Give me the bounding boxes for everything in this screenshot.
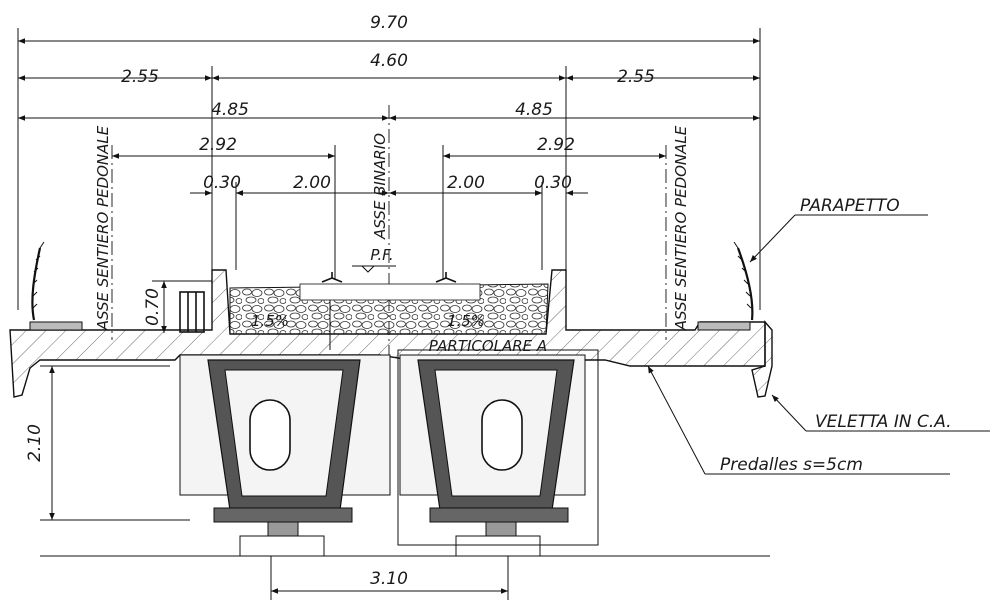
predalles-label: Predalles s=5cm [720, 455, 863, 475]
pf-label: P.F. [370, 246, 393, 264]
parapet-left [31, 241, 45, 321]
dim-walk-right: 2.92 [537, 135, 575, 155]
slope-left-label: 1.5% [251, 312, 289, 330]
dimension-labels: 9.70 2.55 4.60 2.55 4.85 4.85 2.92 2.92 … [25, 13, 655, 589]
dim-side-left: 2.55 [121, 67, 159, 87]
dim-center: 4.60 [370, 51, 408, 71]
dim-half-right: 4.85 [515, 100, 553, 120]
dimension-lines [17, 28, 761, 600]
dim-half-left: 4.85 [211, 100, 249, 120]
dim-curb-right: 0.30 [534, 173, 572, 193]
slope-right-label: 1.5% [447, 312, 485, 330]
service-box [179, 291, 205, 333]
leader-lines [647, 214, 990, 475]
edge-beam-label: VELETTA IN C.A. [815, 412, 952, 432]
axis-lines [111, 105, 667, 420]
beam-left [179, 354, 391, 557]
callout-labels: P.F. 1.5% 1.5% PARTICOLARE A PARAPETTO V… [251, 196, 952, 475]
beam-right [399, 354, 586, 557]
dim-ballast-right: 2.00 [447, 173, 485, 193]
ballast [229, 272, 549, 350]
dim-beam-spacing: 3.10 [370, 569, 408, 589]
walk-axis-right-label: ASSE SENTIERO PEDONALE [672, 125, 690, 331]
dim-total-width: 9.70 [370, 13, 408, 33]
dim-deck-height: 2.10 [25, 424, 45, 462]
track-axis-label: ASSE BINARIO [371, 133, 389, 240]
axis-labels: ASSE SENTIERO PEDONALE ASSE BINARIO ASSE… [94, 125, 690, 331]
parapet-right [733, 241, 754, 321]
detail-frame [397, 349, 599, 546]
walk-axis-left-label: ASSE SENTIERO PEDONALE [94, 125, 112, 331]
dim-curb-height: 0.70 [143, 288, 163, 326]
detail-label: PARTICOLARE A [429, 337, 547, 355]
dim-ballast-left: 2.00 [293, 173, 331, 193]
dim-side-right: 2.55 [617, 67, 655, 87]
parapet-label: PARAPETTO [800, 196, 900, 216]
dim-curb-left: 0.30 [203, 173, 241, 193]
deck-slab [9, 269, 773, 398]
dim-walk-left: 2.92 [199, 135, 237, 155]
